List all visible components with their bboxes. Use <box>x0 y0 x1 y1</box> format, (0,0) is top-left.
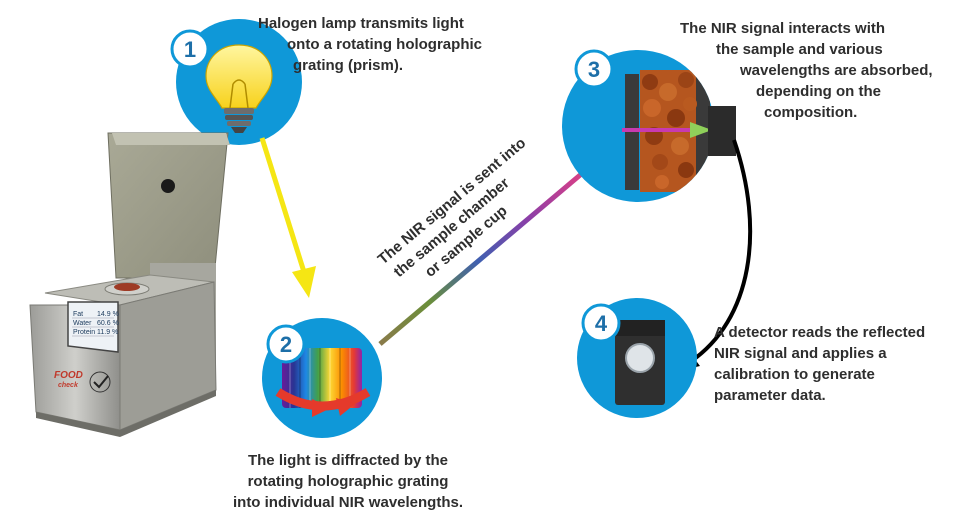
lightbulb-icon <box>205 44 273 133</box>
svg-text:FOOD: FOOD <box>54 370 83 381</box>
sample-detector-block <box>708 106 736 156</box>
step2-line2: rotating holographic grating <box>247 473 449 490</box>
step3-caption: The NIR signal interacts with the sample… <box>680 18 933 123</box>
step3-number-badge: 3 <box>574 49 614 89</box>
step4-caption: A detector reads the reflected NIR signa… <box>714 322 925 406</box>
step3-line5: composition. <box>764 104 858 121</box>
step2-line3: into individual NIR wavelengths. <box>232 494 464 511</box>
step1-caption: Halogen lamp transmits light onto a rota… <box>258 13 482 76</box>
screen-label-3: Protein <box>73 329 95 336</box>
step4-line2: NIR signal and applies a <box>714 345 887 362</box>
sample-cup <box>114 283 140 291</box>
foodcheck-logo: FOOD check <box>54 370 111 393</box>
step1-line1: Halogen lamp transmits light <box>258 15 464 32</box>
step4-number-badge: 4 <box>581 303 621 343</box>
step4-number: 4 <box>595 311 608 336</box>
step3-number: 3 <box>588 57 600 82</box>
step3-line4: depending on the <box>756 83 881 100</box>
step3-line3: wavelengths are absorbed, <box>740 62 933 79</box>
rotation-arrow-icon <box>275 388 371 417</box>
screen-value-3: 11.9 % <box>97 329 118 336</box>
light-path-arrow <box>259 137 316 298</box>
screen-label-1: Fat <box>73 311 83 318</box>
step4-line4: parameter data. <box>714 387 826 404</box>
step2-caption: The light is diffracted by the rotating … <box>226 450 470 513</box>
step4-line1: A detector reads the reflected <box>714 324 926 341</box>
screen-value-2: 60.6 % <box>97 320 119 327</box>
diffraction-spectrum <box>282 348 362 408</box>
step2-line1: The light is diffracted by the <box>247 452 449 469</box>
instrument-screen: Fat 14.9 % Water 60.6 % Protein 11.9 % <box>67 301 119 353</box>
nir-analyzer-instrument: Fat 14.9 % Water 60.6 % Protein 11.9 % F… <box>29 132 230 437</box>
detector-icon <box>615 320 665 405</box>
step1-number-badge: 1 <box>170 29 210 69</box>
step2-number-badge: 2 <box>266 324 306 364</box>
step1-line3: grating (prism). <box>293 57 404 74</box>
step3-sample-circle <box>562 50 736 202</box>
screen-value-1: 14.9 % <box>97 311 119 318</box>
step1-line2: onto a rotating holographic <box>287 36 482 53</box>
step3-line1: The NIR signal interacts with <box>680 20 886 37</box>
step3-line2: the sample and various <box>716 41 883 58</box>
step2-number: 2 <box>280 332 292 357</box>
step4-line3: calibration to generate <box>714 366 875 383</box>
screen-label-2: Water <box>73 320 92 327</box>
svg-text:check: check <box>58 382 79 389</box>
lid-port <box>161 179 175 193</box>
step1-number: 1 <box>184 37 196 62</box>
